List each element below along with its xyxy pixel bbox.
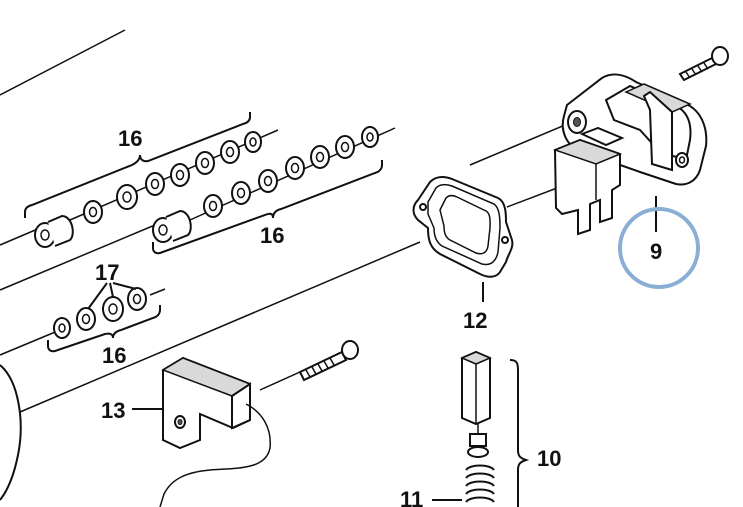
leader-17 [87, 282, 137, 310]
callout-12: 12 [463, 308, 487, 333]
callout-11: 11 [400, 487, 423, 507]
regulator-9 [552, 73, 708, 236]
brace-16-lower [152, 160, 383, 255]
regulator-bolt [678, 46, 729, 82]
callout-16-lower: 16 [260, 223, 284, 248]
brace-10 [509, 359, 530, 507]
sensor-bracket-13 [159, 356, 271, 507]
brace-16-small [47, 305, 161, 353]
gasket-12 [412, 176, 514, 278]
callout-17: 17 [95, 260, 119, 285]
bracket-bolt [298, 340, 359, 382]
callout-10: 10 [537, 446, 561, 471]
washer-group-17 [53, 287, 147, 339]
callout-13: 13 [101, 398, 125, 423]
brush-assembly-10 [460, 350, 495, 503]
lower-washer-row [152, 126, 379, 243]
highlight-ring [618, 207, 700, 289]
callout-9: 9 [650, 239, 662, 264]
brace-16-upper [24, 112, 251, 218]
housing-edge [0, 364, 22, 501]
callout-16-small: 16 [102, 343, 126, 368]
upper-washer-row [34, 131, 262, 248]
callout-16-upper: 16 [118, 126, 142, 151]
